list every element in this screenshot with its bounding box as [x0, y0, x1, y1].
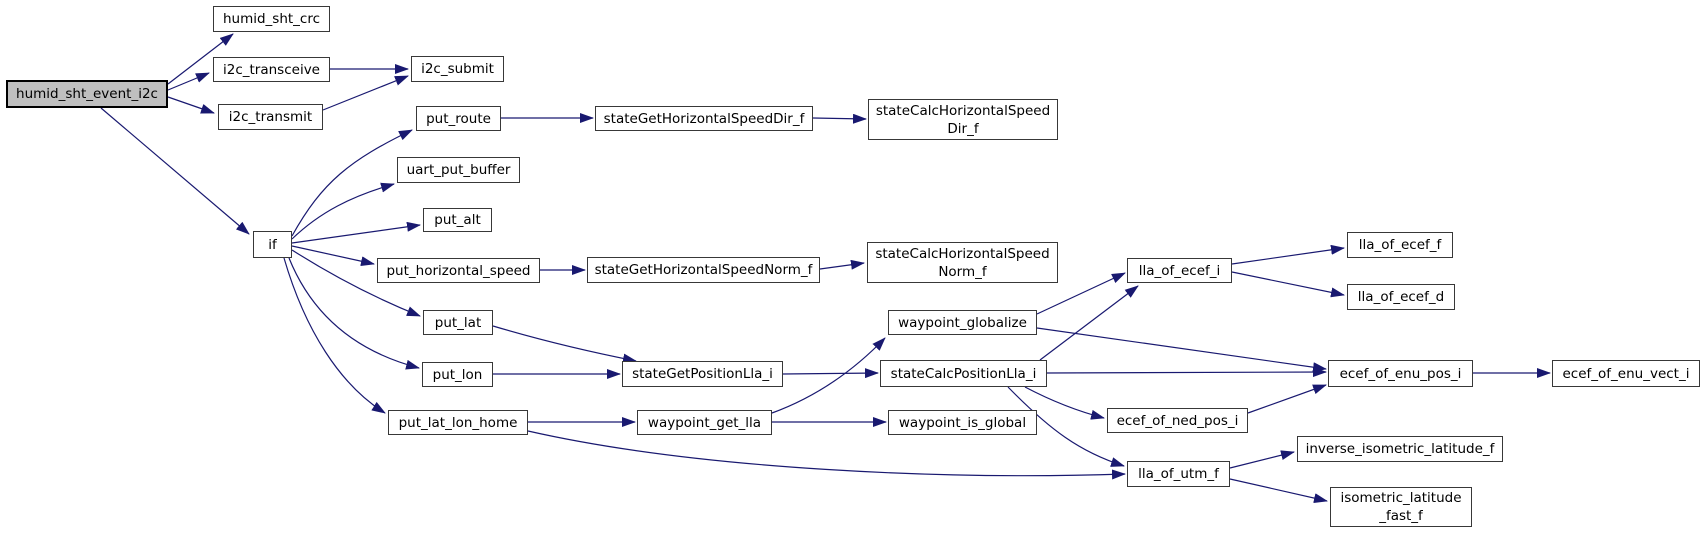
node-humid-sht-event-i2c[interactable]: humid_sht_event_i2c [6, 80, 168, 108]
node-uart-put-buffer[interactable]: uart_put_buffer [397, 157, 520, 183]
node-i2c-transceive[interactable]: i2c_transceive [213, 57, 330, 82]
node-label: if [268, 236, 277, 253]
edge-stateCalcPositionLla-i-to-ecef-of-enu-pos-i [1046, 367, 1327, 378]
node-inverse-isometric-latitude-f[interactable]: inverse_isometric_latitude_f [1297, 436, 1503, 462]
node-put-lat-lon-home[interactable]: put_lat_lon_home [388, 410, 528, 435]
node-label: i2c_transmit [228, 109, 313, 125]
edge-stateGetPositionLla-i-to-stateCalcPositionLla-i [782, 368, 879, 379]
node-label: waypoint_is_global [898, 414, 1027, 431]
edge-put-lat-lon-home-to-lla-of-utm-f [527, 430, 1126, 480]
node-put-lon[interactable]: put_lon [422, 362, 493, 387]
node-label: waypoint_get_lla [647, 414, 762, 431]
edge-if-to-put-route [291, 129, 413, 237]
node-stateCalcPositionLla-i[interactable]: stateCalcPositionLla_i [880, 360, 1047, 387]
node-label: waypoint_globalize [898, 314, 1027, 331]
node-put-alt[interactable]: put_alt [423, 208, 492, 232]
edge-i2c-transmit-to-i2c-submit [322, 75, 409, 111]
node-ecef-of-ned-pos-i[interactable]: ecef_of_ned_pos_i [1107, 408, 1248, 433]
edge-waypoint-globalize-to-ecef-of-enu-pos-i [1036, 327, 1327, 373]
edge-if-to-put-lon [288, 257, 420, 370]
edge-stateGetHorizontalSpeedNorm-f-to-stateCalcHorizontalSpeedNorm-f [819, 259, 865, 270]
edge-humid-sht-event-i2c-to-i2c-transceive [167, 72, 210, 91]
node-label: ecef_of_enu_vect_i [1562, 365, 1690, 382]
node-label: stateCalcPositionLla_i [890, 365, 1037, 382]
node-label: humid_sht_crc [222, 11, 321, 27]
node-waypoint-globalize[interactable]: waypoint_globalize [888, 310, 1037, 335]
edge-waypoint-globalize-to-lla-of-ecef-i [1036, 272, 1126, 315]
node-label: humid_sht_event_i2c [16, 86, 158, 102]
edge-if-to-put-lat-lon-home [283, 257, 386, 414]
node-label: stateCalcHorizontalSpeed Norm_f [875, 245, 1050, 280]
node-label: put_lat [434, 314, 482, 331]
node-if[interactable]: if [253, 231, 292, 258]
node-label: stateGetHorizontalSpeedDir_f [603, 110, 805, 127]
node-i2c-submit[interactable]: i2c_submit [411, 56, 504, 82]
node-put-horizontal-speed[interactable]: put_horizontal_speed [377, 258, 540, 283]
node-lla-of-utm-f[interactable]: lla_of_utm_f [1127, 461, 1230, 487]
node-stateCalcHorizontalSpeedNorm-f[interactable]: stateCalcHorizontalSpeed Norm_f [867, 242, 1058, 283]
node-humid-sht-crc[interactable]: humid_sht_crc [213, 6, 330, 32]
node-label: ecef_of_enu_pos_i [1339, 365, 1462, 382]
edge-lla-of-ecef-i-to-lla-of-ecef-f [1231, 244, 1345, 265]
edge-stateCalcPositionLla-i-to-lla-of-ecef-i [1039, 285, 1139, 361]
edge-put-lat-to-stateGetPositionLla-i [492, 325, 637, 364]
node-label: put_horizontal_speed [386, 262, 531, 279]
node-stateGetPositionLla-i[interactable]: stateGetPositionLla_i [622, 361, 783, 387]
node-label: lla_of_ecef_f [1358, 237, 1442, 253]
edge-ecef-of-ned-pos-i-to-ecef-of-enu-pos-i [1247, 384, 1327, 414]
edge-humid-sht-event-i2c-to-humid-sht-crc [167, 33, 234, 85]
edge-stateCalcPositionLla-i-to-lla-of-utm-f [1007, 386, 1125, 467]
edge-humid-sht-event-i2c-to-i2c-transmit [167, 96, 215, 114]
node-waypoint-get-lla[interactable]: waypoint_get_lla [637, 410, 772, 435]
node-stateGetHorizontalSpeedNorm-f[interactable]: stateGetHorizontalSpeedNorm_f [587, 257, 820, 283]
node-stateCalcHorizontalSpeedDir-f[interactable]: stateCalcHorizontalSpeed Dir_f [868, 99, 1058, 140]
edge-stateCalcPositionLla-i-to-ecef-of-ned-pos-i [1024, 386, 1105, 420]
edge-humid-sht-event-i2c-to-if [100, 107, 250, 235]
node-i2c-transmit[interactable]: i2c_transmit [218, 104, 323, 130]
node-label: uart_put_buffer [406, 162, 511, 178]
edge-lla-of-utm-f-to-isometric-latitude-fast-f [1229, 478, 1328, 504]
node-label: i2c_submit [421, 61, 494, 77]
node-label: stateGetHorizontalSpeedNorm_f [594, 262, 813, 278]
node-label: i2c_transceive [223, 61, 320, 78]
node-lla-of-ecef-f[interactable]: lla_of_ecef_f [1347, 232, 1453, 258]
node-ecef-of-enu-vect-i[interactable]: ecef_of_enu_vect_i [1552, 360, 1700, 387]
edge-waypoint-get-lla-to-waypoint-globalize [771, 337, 886, 414]
edge-lla-of-ecef-i-to-lla-of-ecef-d [1231, 271, 1345, 298]
node-label: lla_of_utm_f [1138, 466, 1219, 482]
node-label: stateCalcHorizontalSpeed Dir_f [875, 102, 1051, 137]
edge-if-to-put-horizontal-speed [291, 245, 375, 267]
node-label: put_alt [434, 212, 481, 228]
node-label: stateGetPositionLla_i [632, 366, 773, 382]
node-label: ecef_of_ned_pos_i [1116, 412, 1239, 429]
edge-stateGetHorizontalSpeedDir-f-to-stateCalcHorizontalSpeedDir-f [812, 113, 867, 124]
node-label: lla_of_ecef_i [1138, 262, 1221, 279]
node-label: lla_of_ecef_d [1357, 289, 1445, 305]
node-label: isometric_latitude _fast_f [1340, 490, 1462, 524]
node-label: put_route [426, 110, 491, 127]
node-lla-of-ecef-d[interactable]: lla_of_ecef_d [1347, 284, 1455, 310]
node-isometric-latitude-fast-f[interactable]: isometric_latitude _fast_f [1330, 487, 1472, 527]
node-lla-of-ecef-i[interactable]: lla_of_ecef_i [1127, 258, 1232, 283]
node-label: inverse_isometric_latitude_f [1305, 441, 1495, 457]
edge-if-to-put-lat [291, 249, 421, 317]
edge-if-to-put-alt [291, 221, 421, 244]
edge-lla-of-utm-f-to-inverse-isometric-latitude-f [1229, 450, 1295, 469]
node-label: put_lat_lon_home [398, 414, 518, 431]
edge-if-to-uart-put-buffer [291, 182, 395, 240]
node-waypoint-is-global[interactable]: waypoint_is_global [888, 410, 1037, 435]
node-put-route[interactable]: put_route [416, 106, 501, 131]
node-stateGetHorizontalSpeedDir-f[interactable]: stateGetHorizontalSpeedDir_f [595, 106, 813, 131]
node-ecef-of-enu-pos-i[interactable]: ecef_of_enu_pos_i [1328, 360, 1473, 387]
node-label: put_lon [432, 366, 483, 383]
node-put-lat[interactable]: put_lat [423, 310, 493, 335]
